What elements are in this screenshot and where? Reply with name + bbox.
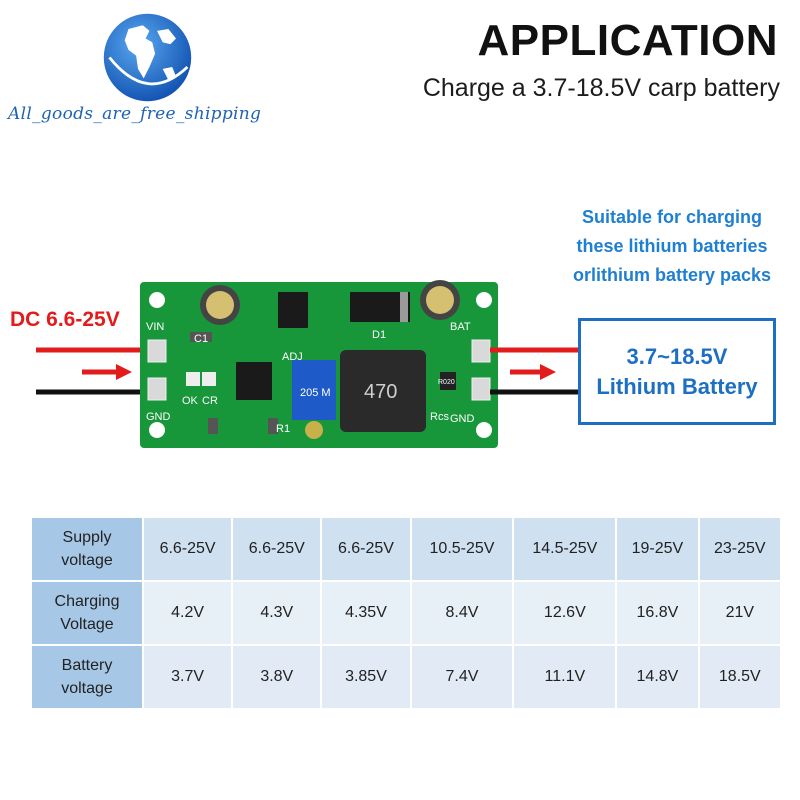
pcb-board [140, 280, 498, 448]
table-cell: 10.5-25V [409, 516, 515, 582]
chip-top [278, 292, 308, 328]
table-cell: 4.35V [320, 580, 412, 646]
label-ok: OK [182, 395, 199, 407]
battery-voltage-range: 3.7~18.5V [626, 343, 728, 369]
label-rcs: Rcs [430, 411, 449, 423]
table-cell: 6.6-25V [141, 516, 234, 582]
pot-marking: 205 M [300, 387, 331, 399]
store-name: All_goods_are_free_shipping [8, 104, 262, 124]
note-line: orlithium battery packs [572, 265, 772, 285]
label-d1: D1 [372, 329, 386, 341]
resistor-marking: R020 [438, 379, 455, 386]
table-cell: 12.6V [512, 580, 618, 646]
label-gnd-right: GND [450, 413, 475, 425]
table-cell: 14.5-25V [512, 516, 618, 582]
label-adj: ADJ [282, 351, 303, 363]
potentiometer [292, 360, 336, 420]
label-bat: BAT [450, 321, 471, 333]
battery-type: Lithium Battery [596, 373, 758, 399]
note-line: these lithium batteries [576, 236, 768, 256]
inductor-marking: 470 [364, 381, 397, 403]
table-cell: 11.1V [512, 644, 618, 710]
table-cell: 18.5V [697, 644, 783, 710]
label-gnd-left: GND [146, 411, 171, 423]
battery-box: 3.7~18.5V Lithium Battery [578, 318, 776, 425]
table-cell: 14.8V [615, 644, 700, 710]
table-cell: 7.4V [409, 644, 515, 710]
input-voltage-label: DC 6.6-25V [10, 308, 120, 331]
table-cell: 6.6-25V [320, 516, 412, 582]
table-cell: 21V [697, 580, 783, 646]
table-cell: 3.8V [231, 644, 323, 710]
input-arrow-icon [82, 364, 132, 380]
table-cell: 3.7V [141, 644, 234, 710]
page-title: APPLICATION [477, 16, 778, 65]
label-cr: CR [202, 395, 218, 407]
label-vin: VIN [146, 321, 164, 333]
globe-logo-icon [103, 13, 192, 102]
compatibility-note: Suitable for charging these lithium batt… [552, 203, 792, 290]
output-arrow-icon [510, 364, 556, 380]
table-cell: 23-25V [697, 516, 783, 582]
table-cell: 16.8V [615, 580, 700, 646]
table-cell: 19-25V [615, 516, 700, 582]
table-cell: 8.4V [409, 580, 515, 646]
table-cell: 4.2V [141, 580, 234, 646]
table-cell: 3.85V [320, 644, 412, 710]
page-subtitle: Charge a 3.7-18.5V carp battery [422, 74, 780, 102]
chip-main [236, 362, 272, 400]
label-r1: R1 [276, 423, 290, 435]
note-line: Suitable for charging [581, 207, 763, 227]
label-c1: C1 [194, 333, 208, 345]
table-cell: 6.6-25V [231, 516, 323, 582]
table-cell: 4.3V [231, 580, 323, 646]
charger-board-diagram: VIN GND BAT GND C1 D1 OK CR R1 Rcs ADJ 2… [36, 280, 578, 448]
inductor [340, 350, 426, 432]
